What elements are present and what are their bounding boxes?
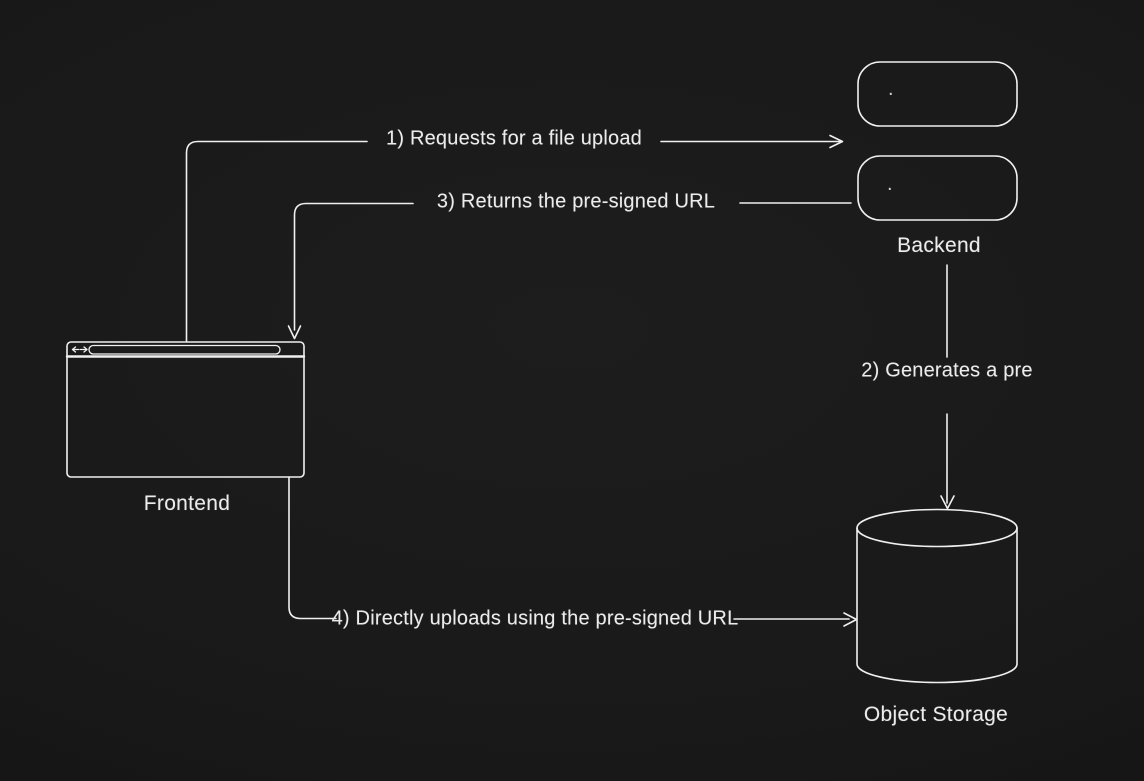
browser-window-frame[interactable] — [66, 341, 305, 478]
edge-step4-arrow[interactable] — [288, 476, 858, 627]
edge-step4-label[interactable]: 4) Directly uploads using the pre-signed… — [331, 607, 739, 630]
edge-step3-arrow[interactable] — [287, 202, 852, 340]
backend-node-shape[interactable] — [857, 61, 1018, 221]
frontend-node-label[interactable]: Frontend — [143, 492, 231, 515]
backend-box-placeholder-dot: . — [887, 173, 893, 195]
edge-step2-label[interactable]: 2) Generates a pre — [861, 359, 1033, 382]
frontend-node-shape[interactable] — [65, 341, 306, 478]
browser-address-bar[interactable] — [88, 344, 281, 355]
object-storage-node-shape[interactable] — [856, 508, 1018, 684]
backend-box-bottom[interactable] — [857, 155, 1018, 221]
arrowhead-down-icon — [287, 325, 302, 340]
cylinder-top — [856, 508, 1018, 548]
arrowhead-down-icon — [940, 495, 955, 510]
arrowhead-right-icon — [829, 134, 844, 149]
browser-back-icon — [71, 346, 80, 353]
object-storage-node-label[interactable]: Object Storage — [863, 703, 1009, 726]
edge-step3-label[interactable]: 3) Returns the pre-signed URL — [436, 190, 716, 213]
edge-step1-arrow[interactable] — [185, 134, 844, 342]
edge-step2-arrow[interactable] — [940, 264, 955, 510]
cylinder-body — [856, 527, 1018, 684]
browser-forward-icon — [79, 346, 88, 353]
backend-box-placeholder-dot: . — [888, 78, 894, 100]
backend-box-top[interactable] — [857, 61, 1018, 127]
backend-node-label[interactable]: Backend — [897, 234, 981, 257]
edge-step1-label[interactable]: 1) Requests for a file upload — [386, 127, 642, 150]
arrowhead-right-icon — [843, 612, 858, 627]
